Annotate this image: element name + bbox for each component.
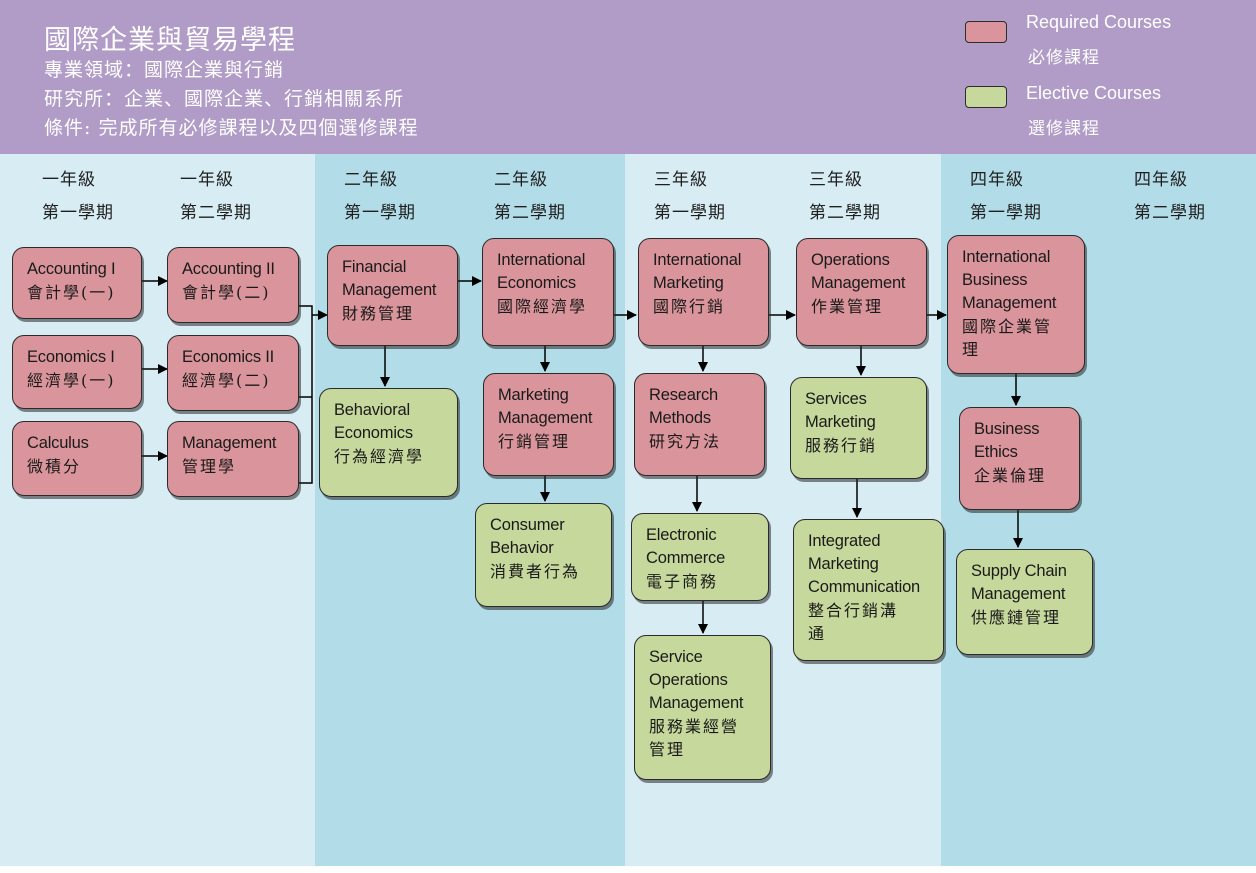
legend-required-zh: 必修課程	[1028, 48, 1100, 68]
semester-header: 一年級第二學期	[180, 170, 252, 223]
legend-elective-en: Elective Courses	[1026, 83, 1162, 103]
semester-header: 二年級第一學期	[344, 170, 416, 223]
semester-header: 四年級第一學期	[970, 170, 1042, 223]
semester-header: 一年級第一學期	[42, 170, 114, 223]
legend-elective-zh: 選修課程	[1028, 119, 1100, 139]
program-field: 專業領域：國際企業與行銷	[44, 59, 285, 81]
semester-header: 三年級第一學期	[654, 170, 726, 223]
legend-required-swatch	[965, 21, 1007, 43]
legend-required-en: Required Courses	[1026, 12, 1172, 32]
semester-header: 四年級第二學期	[1134, 170, 1206, 223]
program-graduate: 研究所：企業、國際企業、行銷相關系所	[44, 88, 405, 110]
program-condition: 條件: 完成所有必修課程以及四個選修課程	[44, 117, 419, 139]
legend-elective-swatch	[965, 86, 1007, 108]
header-banner: 國際企業與貿易學程 專業領域：國際企業與行銷 研究所：企業、國際企業、行銷相關系…	[0, 0, 1256, 154]
semester-header: 二年級第二學期	[494, 170, 566, 223]
program-title: 國際企業與貿易學程	[44, 25, 296, 56]
semester-header: 三年級第二學期	[809, 170, 881, 223]
